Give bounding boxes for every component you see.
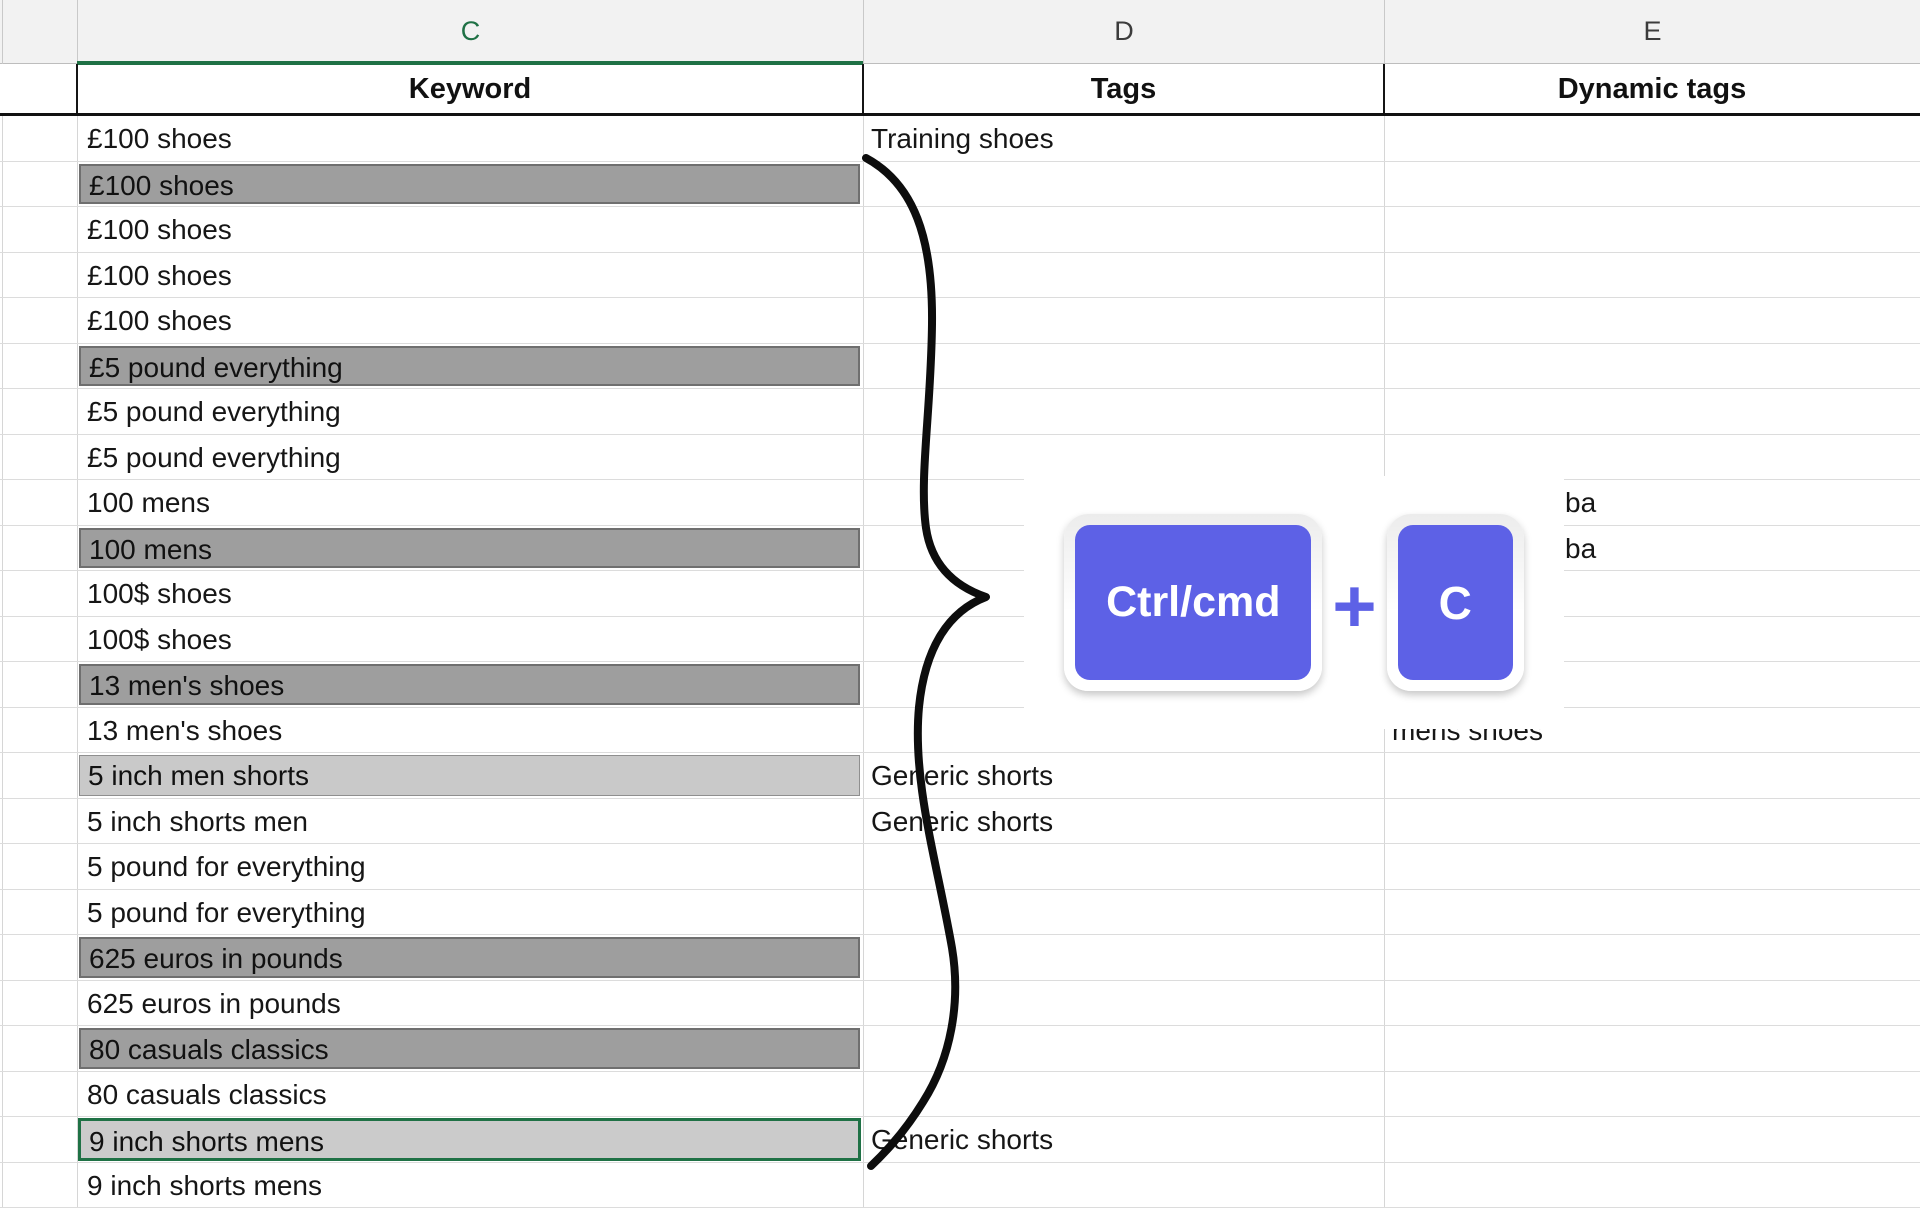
- header-border-left: [76, 64, 78, 116]
- table-row: £5 pound everything: [0, 435, 1920, 480]
- cell-keyword[interactable]: 625 euros in pounds: [87, 987, 341, 1019]
- cell-keyword[interactable]: £100 shoes: [87, 259, 232, 291]
- cell-dynamic-tags[interactable]: ba: [1565, 487, 1597, 518]
- c-keycap: C: [1386, 514, 1524, 691]
- cell-keyword[interactable]: 5 pound for everything: [87, 851, 366, 882]
- header-cell-keyword[interactable]: Keyword: [408, 73, 532, 105]
- ctrl-cmd-key-label: Ctrl/cmd: [1075, 525, 1312, 680]
- table-row: 625 euros in pounds: [0, 981, 1920, 1026]
- cell-keyword[interactable]: 5 pound for everything: [87, 896, 366, 928]
- table-row: 80 casuals classics: [0, 1026, 1920, 1072]
- table-row: £5 pound everything: [0, 389, 1920, 435]
- table-row: 5 pound for everything: [0, 890, 1920, 935]
- table-row: £100 shoes: [0, 253, 1920, 298]
- c-key-label: C: [1397, 525, 1513, 680]
- cell-keyword[interactable]: £5 pound everything: [87, 441, 341, 473]
- cell-keyword[interactable]: £5 pound everything: [79, 345, 860, 386]
- cell-keyword[interactable]: £5 pound everything: [87, 396, 341, 427]
- cell-keyword[interactable]: 9 inch shorts mens: [78, 1118, 861, 1161]
- table-row: 625 euros in pounds: [0, 935, 1920, 981]
- cell-keyword[interactable]: 100$ shoes: [87, 623, 232, 655]
- table-row: 9 inch shorts mens: [0, 1163, 1920, 1208]
- cell-tags[interactable]: Generic shorts: [871, 805, 1054, 837]
- cell-keyword[interactable]: 100 mens: [87, 487, 210, 518]
- table-row: £100 shoes: [0, 162, 1920, 207]
- plus-sign: +: [1332, 563, 1377, 649]
- cell-keyword[interactable]: 13 men's shoes: [87, 714, 283, 746]
- cell-tags[interactable]: Generic shorts: [871, 760, 1054, 791]
- cell-keyword[interactable]: £100 shoes: [79, 163, 860, 204]
- cell-keyword[interactable]: 80 casuals classics: [79, 1028, 860, 1069]
- table-row: 5 pound for everything: [0, 844, 1920, 890]
- header-cell-tags[interactable]: Tags: [1090, 73, 1157, 105]
- gridline: [77, 116, 78, 1208]
- cell-keyword[interactable]: 5 inch men shorts: [79, 755, 860, 796]
- table-row: £100 shoes: [0, 298, 1920, 344]
- cell-keyword[interactable]: 80 casuals classics: [87, 1078, 327, 1110]
- column-header-c[interactable]: C: [77, 0, 863, 63]
- cell-dynamic-tags[interactable]: ba: [1565, 532, 1597, 564]
- cell-keyword[interactable]: 13 men's shoes: [79, 664, 860, 705]
- cell-keyword[interactable]: £100 shoes: [87, 123, 232, 154]
- cell-keyword[interactable]: 5 inch shorts men: [87, 805, 308, 837]
- table-row: 5 inch men shorts Generic shorts: [0, 753, 1920, 799]
- cell-tags[interactable]: Training shoes: [871, 123, 1054, 154]
- header-bottom-border: [0, 113, 1920, 116]
- header-row: Keyword Tags Dynamic tags: [0, 64, 1920, 116]
- table-row: 100 mens ba: [0, 526, 1920, 571]
- table-row: 13 men's shoes: [0, 662, 1920, 708]
- table-row: £5 pound everything: [0, 344, 1920, 389]
- cell-tags[interactable]: Generic shorts: [871, 1124, 1054, 1155]
- cell-keyword[interactable]: £100 shoes: [87, 214, 232, 245]
- table-row: 100 mens ba: [0, 480, 1920, 526]
- gridline: [2, 116, 3, 1208]
- table-row: 9 inch shorts mens Generic shorts: [0, 1117, 1920, 1163]
- gridline: [2, 0, 3, 64]
- cell-keyword[interactable]: 9 inch shorts mens: [87, 1169, 322, 1201]
- table-row: 80 casuals classics: [0, 1072, 1920, 1117]
- table-row: £100 shoes Training shoes: [0, 116, 1920, 162]
- cell-keyword[interactable]: 625 euros in pounds: [79, 937, 860, 978]
- shortcut-overlay: Ctrl/cmd + C: [1024, 476, 1564, 729]
- table-row: £100 shoes: [0, 207, 1920, 253]
- header-cell-dynamic-tags[interactable]: Dynamic tags: [1557, 73, 1747, 105]
- cell-keyword[interactable]: £100 shoes: [87, 305, 232, 336]
- header-border-de: [1383, 64, 1385, 116]
- cell-keyword[interactable]: 100$ shoes: [87, 578, 232, 609]
- header-border-cd: [862, 64, 864, 116]
- ctrl-cmd-keycap: Ctrl/cmd: [1064, 514, 1323, 691]
- column-header-d[interactable]: D: [863, 0, 1384, 63]
- column-letter-strip: C D E: [0, 0, 1920, 64]
- table-row: 100$ shoes: [0, 571, 1920, 617]
- cell-keyword[interactable]: 100 mens: [79, 527, 860, 568]
- column-header-e[interactable]: E: [1384, 0, 1920, 63]
- selected-column-underline: [77, 61, 863, 65]
- table-row: 100$ shoes: [0, 617, 1920, 662]
- table-row: 5 inch shorts men Generic shorts: [0, 799, 1920, 844]
